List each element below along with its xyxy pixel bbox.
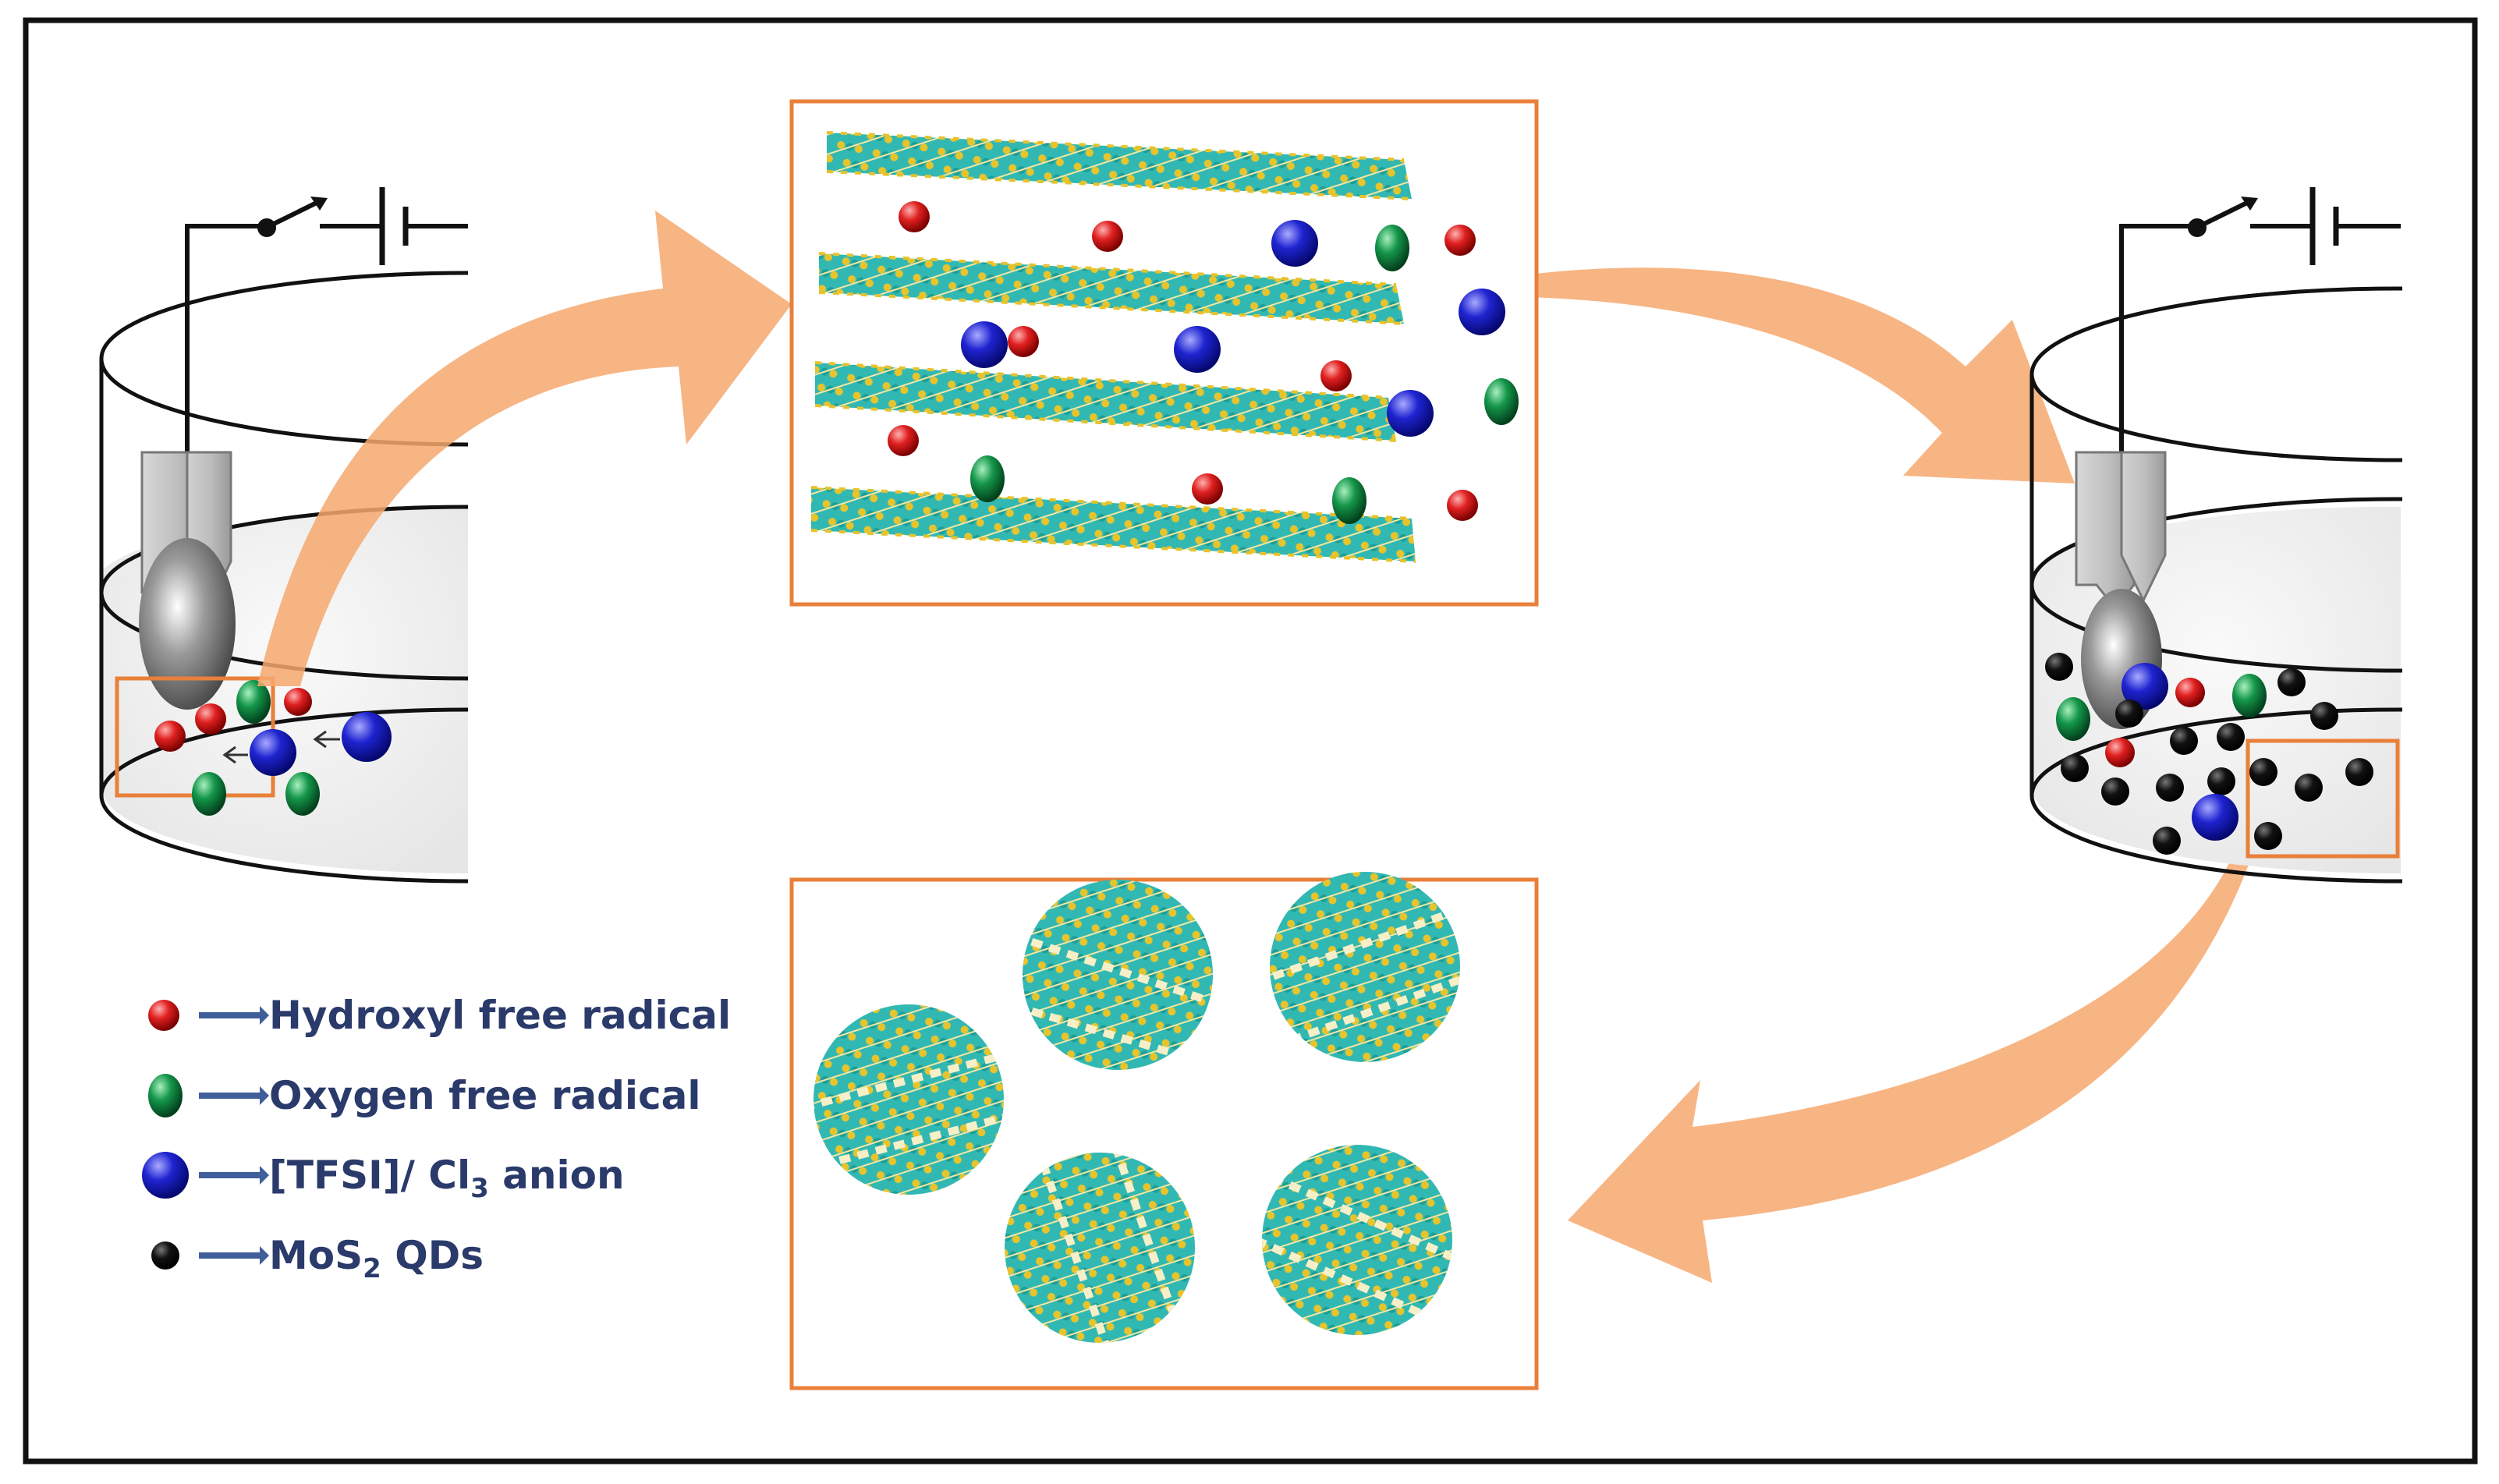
legend-label-qds: MoS2 QDs [269,1232,484,1292]
intercalation-panel [789,99,1539,607]
mos2-layer-4 [810,486,1416,563]
legend-swatch-anion [142,1152,189,1199]
mos2-quantum-dot [814,1004,1004,1195]
right-cell-bottom [2029,707,2402,884]
legend-label-hydroxyl: Hydroxyl free radical [269,993,732,1038]
left-cell-bottom [99,707,468,884]
flow-arrow-to-right-cell [1482,267,2075,483]
left-electrode [139,451,236,710]
legend-swatch-oxygen [148,1074,183,1117]
legend-arrow-icon [199,1093,261,1099]
legend-item-qds [151,1241,269,1270]
right-cell-liquid-surface [2029,497,2402,673]
left-cell-liquid-surface [99,505,468,681]
legend-label-anion-pre: [TFSI]/ Cl [269,1153,471,1198]
left-bulk-mos2 [139,538,236,710]
legend-arrow-icon [199,1012,261,1018]
legend-label-anion-post: anion [488,1153,625,1198]
legend-item-hydroxyl [148,1000,269,1031]
legend-swatch-hydroxyl [148,1000,179,1031]
legend-label-anion: [TFSI]/ Cl3 anion [269,1152,625,1212]
legend-swatch-qds [151,1241,179,1270]
right-cell-particles [2045,653,2373,855]
legend-item-anion [142,1152,269,1199]
legend-label-qds-post: QDs [381,1233,484,1278]
legend [142,1000,269,1270]
left-cell-particles [154,680,392,816]
legend-label-anion-sub: 3 [470,1173,489,1204]
mos2-layer-3 [814,361,1397,442]
flow-arrow-to-quantum-dots [1568,842,2254,1283]
flow-arrow-to-intercalation [257,211,792,686]
mos2-layer-1 [826,131,1413,200]
legend-arrow-icon [199,1172,261,1178]
right-circuit [2119,187,2401,468]
legend-label-oxygen: Oxygen free radical [269,1073,701,1118]
legend-arrow-icon [199,1252,261,1259]
legend-item-oxygen [148,1074,269,1117]
right-zoom-box [2246,738,2400,859]
left-circuit [185,187,468,483]
mos2-quantum-dot [1023,880,1213,1070]
legend-label-qds-pre: MoS [269,1233,363,1278]
intercalated-species [888,201,1519,524]
legend-label-qds-sub: 2 [363,1253,381,1284]
mos2-layer-2 [818,252,1405,325]
quantum-dots-panel [789,872,1539,1390]
mos2-layers [810,131,1416,563]
